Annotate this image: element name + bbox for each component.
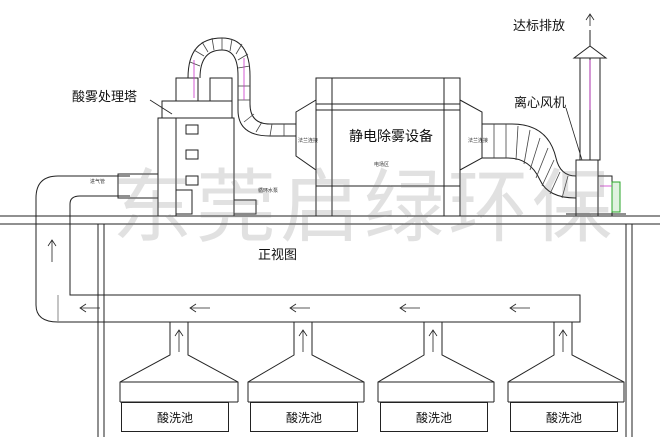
esp-outlet-transition xyxy=(459,99,483,171)
flex-duct-fan xyxy=(482,123,577,199)
acid-mist-tower xyxy=(157,77,257,217)
pump-label: 循环水泵 xyxy=(258,188,279,194)
watermark-text: 东莞启绿环保 xyxy=(112,161,616,254)
acid-pool-2: 酸洗池 xyxy=(250,402,358,432)
flange-right-label: 法兰连接 xyxy=(468,138,489,144)
centerlines xyxy=(193,58,612,187)
flow-arrows xyxy=(47,13,595,352)
flex-duct-tower xyxy=(187,37,296,137)
tower-label: 酸雾处理塔 xyxy=(72,90,138,105)
duct-in-label: 进气管 xyxy=(90,179,106,185)
main-duct xyxy=(35,175,581,323)
esp-label: 静电除雾设备 xyxy=(349,129,433,145)
acid-pool-1: 酸洗池 xyxy=(121,402,229,432)
discharge-label: 达标排放 xyxy=(513,19,566,34)
flange-left-label: 法兰连接 xyxy=(298,138,319,144)
leader-lines xyxy=(149,99,583,161)
acid-pool-4: 酸洗池 xyxy=(510,402,618,432)
front-view-label: 正视图 xyxy=(258,248,298,263)
pool-hoods xyxy=(119,322,625,403)
acid-pool-3: 酸洗池 xyxy=(380,402,488,432)
fan-label: 离心风机 xyxy=(514,96,567,111)
esp-inlet-transition xyxy=(295,99,317,171)
esp-small-label: 电场区 xyxy=(374,162,390,168)
